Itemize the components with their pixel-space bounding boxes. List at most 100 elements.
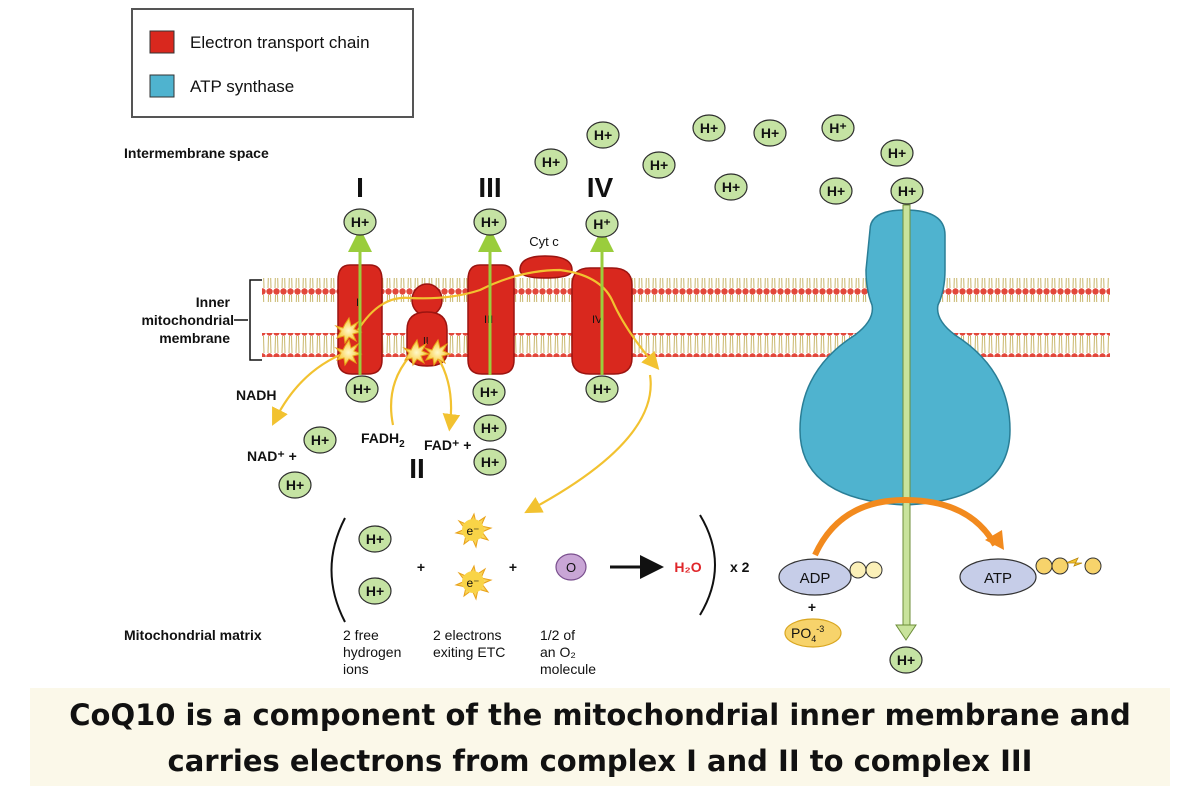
equation-notes: 2 free hydrogen ions 2 electrons exiting…	[343, 627, 596, 677]
legend-box	[131, 8, 414, 118]
svg-text:H+: H+	[593, 381, 611, 397]
svg-text:H+: H+	[480, 384, 498, 400]
matrix-label: Mitochondrial matrix	[124, 627, 262, 643]
legend-label-atp-synthase: ATP synthase	[190, 77, 294, 96]
proton-arrows	[348, 228, 614, 375]
hydrogen-ions: H+ H+ H+ H⁺ H+ H+ H+ H+ H+ H+ H+ H+ H⁺ H…	[278, 114, 924, 674]
h-ion: H+	[642, 151, 676, 179]
h-ion: H+	[692, 114, 726, 142]
svg-text:H+: H+	[351, 214, 369, 230]
oxygen-label: O	[566, 560, 576, 575]
svg-text:H+: H+	[827, 183, 845, 199]
nad-label: NAD⁺ +	[247, 448, 297, 464]
inner-membrane-label-3: membrane	[159, 330, 230, 346]
electron-1: e⁻	[454, 512, 493, 549]
fad-label: FAD⁺ +	[424, 437, 471, 453]
h-ion: H⁺	[585, 210, 619, 238]
h-ion: H+	[343, 208, 377, 236]
h-ion: H+	[473, 208, 507, 236]
cyt-c-label: Cyt c	[529, 234, 559, 249]
h-ion: H+	[473, 414, 507, 442]
h-ion: H+	[586, 121, 620, 149]
inner-membrane-label-2: mitochondrial	[141, 312, 234, 328]
h-ion: H+	[473, 448, 507, 476]
svg-text:H+: H+	[700, 120, 718, 136]
adp-plus: +	[808, 599, 816, 615]
svg-text:H+: H+	[481, 214, 499, 230]
complex-i-numeral: I	[356, 172, 364, 203]
note-oxygen-2: an O₂	[540, 644, 576, 660]
atp-molecule: ATP	[959, 557, 1102, 596]
inner-membrane-label-1: Inner	[196, 294, 231, 310]
h-ion: H+	[534, 148, 568, 176]
h-ion: H+	[714, 173, 748, 201]
complex-iv-inner-label: IV	[592, 314, 603, 326]
note-hydrogen-2: hydrogen	[343, 644, 401, 660]
legend: Electron transport chain ATP synthase	[131, 8, 414, 118]
svg-text:H⁺: H⁺	[593, 216, 611, 232]
svg-text:H+: H+	[761, 125, 779, 141]
svg-text:H+: H+	[650, 157, 668, 173]
h-ion: H+	[345, 375, 379, 403]
note-oxygen-3: molecule	[540, 661, 596, 677]
electron-2-label: e⁻	[466, 576, 479, 590]
caption-line-1: CoQ10 is a component of the mitochondria…	[69, 698, 1131, 732]
h-ion: H+	[358, 525, 392, 553]
caption-line-2: carries electrons from complex I and II …	[167, 744, 1033, 778]
fadh2-label: FADH2	[361, 430, 405, 450]
adp-label: ADP	[800, 570, 831, 587]
equation-paren-right	[699, 514, 716, 616]
oxygen-molecule: O	[555, 553, 587, 581]
atp-label: ATP	[984, 570, 1012, 587]
h-ion: H⁺	[821, 114, 855, 142]
complex-iii-numeral: III	[478, 172, 501, 203]
energy-bursts	[334, 316, 452, 367]
note-hydrogen-1: 2 free	[343, 627, 379, 643]
note-electrons-1: 2 electrons	[433, 627, 501, 643]
h-ion: H+	[278, 471, 312, 499]
water-label: H₂O	[674, 559, 701, 575]
svg-text:H+: H+	[888, 145, 906, 161]
complex-ii-numeral: II	[409, 453, 425, 484]
note-oxygen-1: 1/2 of	[540, 627, 575, 643]
h-ion: H+	[303, 426, 337, 454]
svg-text:H+: H+	[286, 477, 304, 493]
atp-production-arrowhead	[985, 530, 1004, 550]
electron-path	[272, 268, 660, 514]
phosphate-label: PO4-3	[791, 624, 824, 644]
atp-synthase-channel	[895, 204, 917, 641]
electron-2: e⁻	[454, 564, 493, 601]
note-electrons-2: exiting ETC	[433, 644, 505, 660]
svg-text:H+: H+	[353, 381, 371, 397]
svg-text:H+: H+	[481, 454, 499, 470]
complex-i-inner-label: I	[356, 297, 359, 309]
caption: CoQ10 is a component of the mitochondria…	[30, 688, 1170, 786]
h-ion: H+	[890, 177, 924, 205]
phosphate-molecule: PO4-3	[784, 618, 842, 648]
equation-plus-1: +	[417, 559, 425, 575]
svg-text:H+: H+	[366, 531, 384, 547]
legend-swatch-atp-synthase	[149, 74, 175, 98]
complex-iv-numeral: IV	[587, 172, 614, 203]
svg-text:H+: H+	[481, 420, 499, 436]
nadh-label: NADH	[236, 387, 276, 403]
svg-text:H+: H+	[594, 127, 612, 143]
lipid-bilayer	[262, 278, 1110, 357]
svg-text:H+: H+	[542, 154, 560, 170]
svg-text:H+: H+	[897, 652, 915, 668]
equation-paren-left	[330, 517, 346, 623]
membrane-bracket	[234, 279, 262, 361]
h-ion: H+	[753, 119, 787, 147]
h-ion: H+	[889, 646, 923, 674]
intermembrane-space-label: Intermembrane space	[124, 145, 269, 161]
atp-production-arrow	[812, 496, 998, 557]
legend-label-etc: Electron transport chain	[190, 33, 370, 52]
times-two-label: x 2	[730, 559, 750, 575]
adp-molecule: ADP	[778, 558, 883, 596]
note-hydrogen-3: ions	[343, 661, 369, 677]
svg-text:H+: H+	[366, 583, 384, 599]
svg-text:H⁺: H⁺	[829, 120, 847, 136]
electron-1-label: e⁻	[466, 524, 479, 538]
h-ion: H+	[472, 378, 506, 406]
